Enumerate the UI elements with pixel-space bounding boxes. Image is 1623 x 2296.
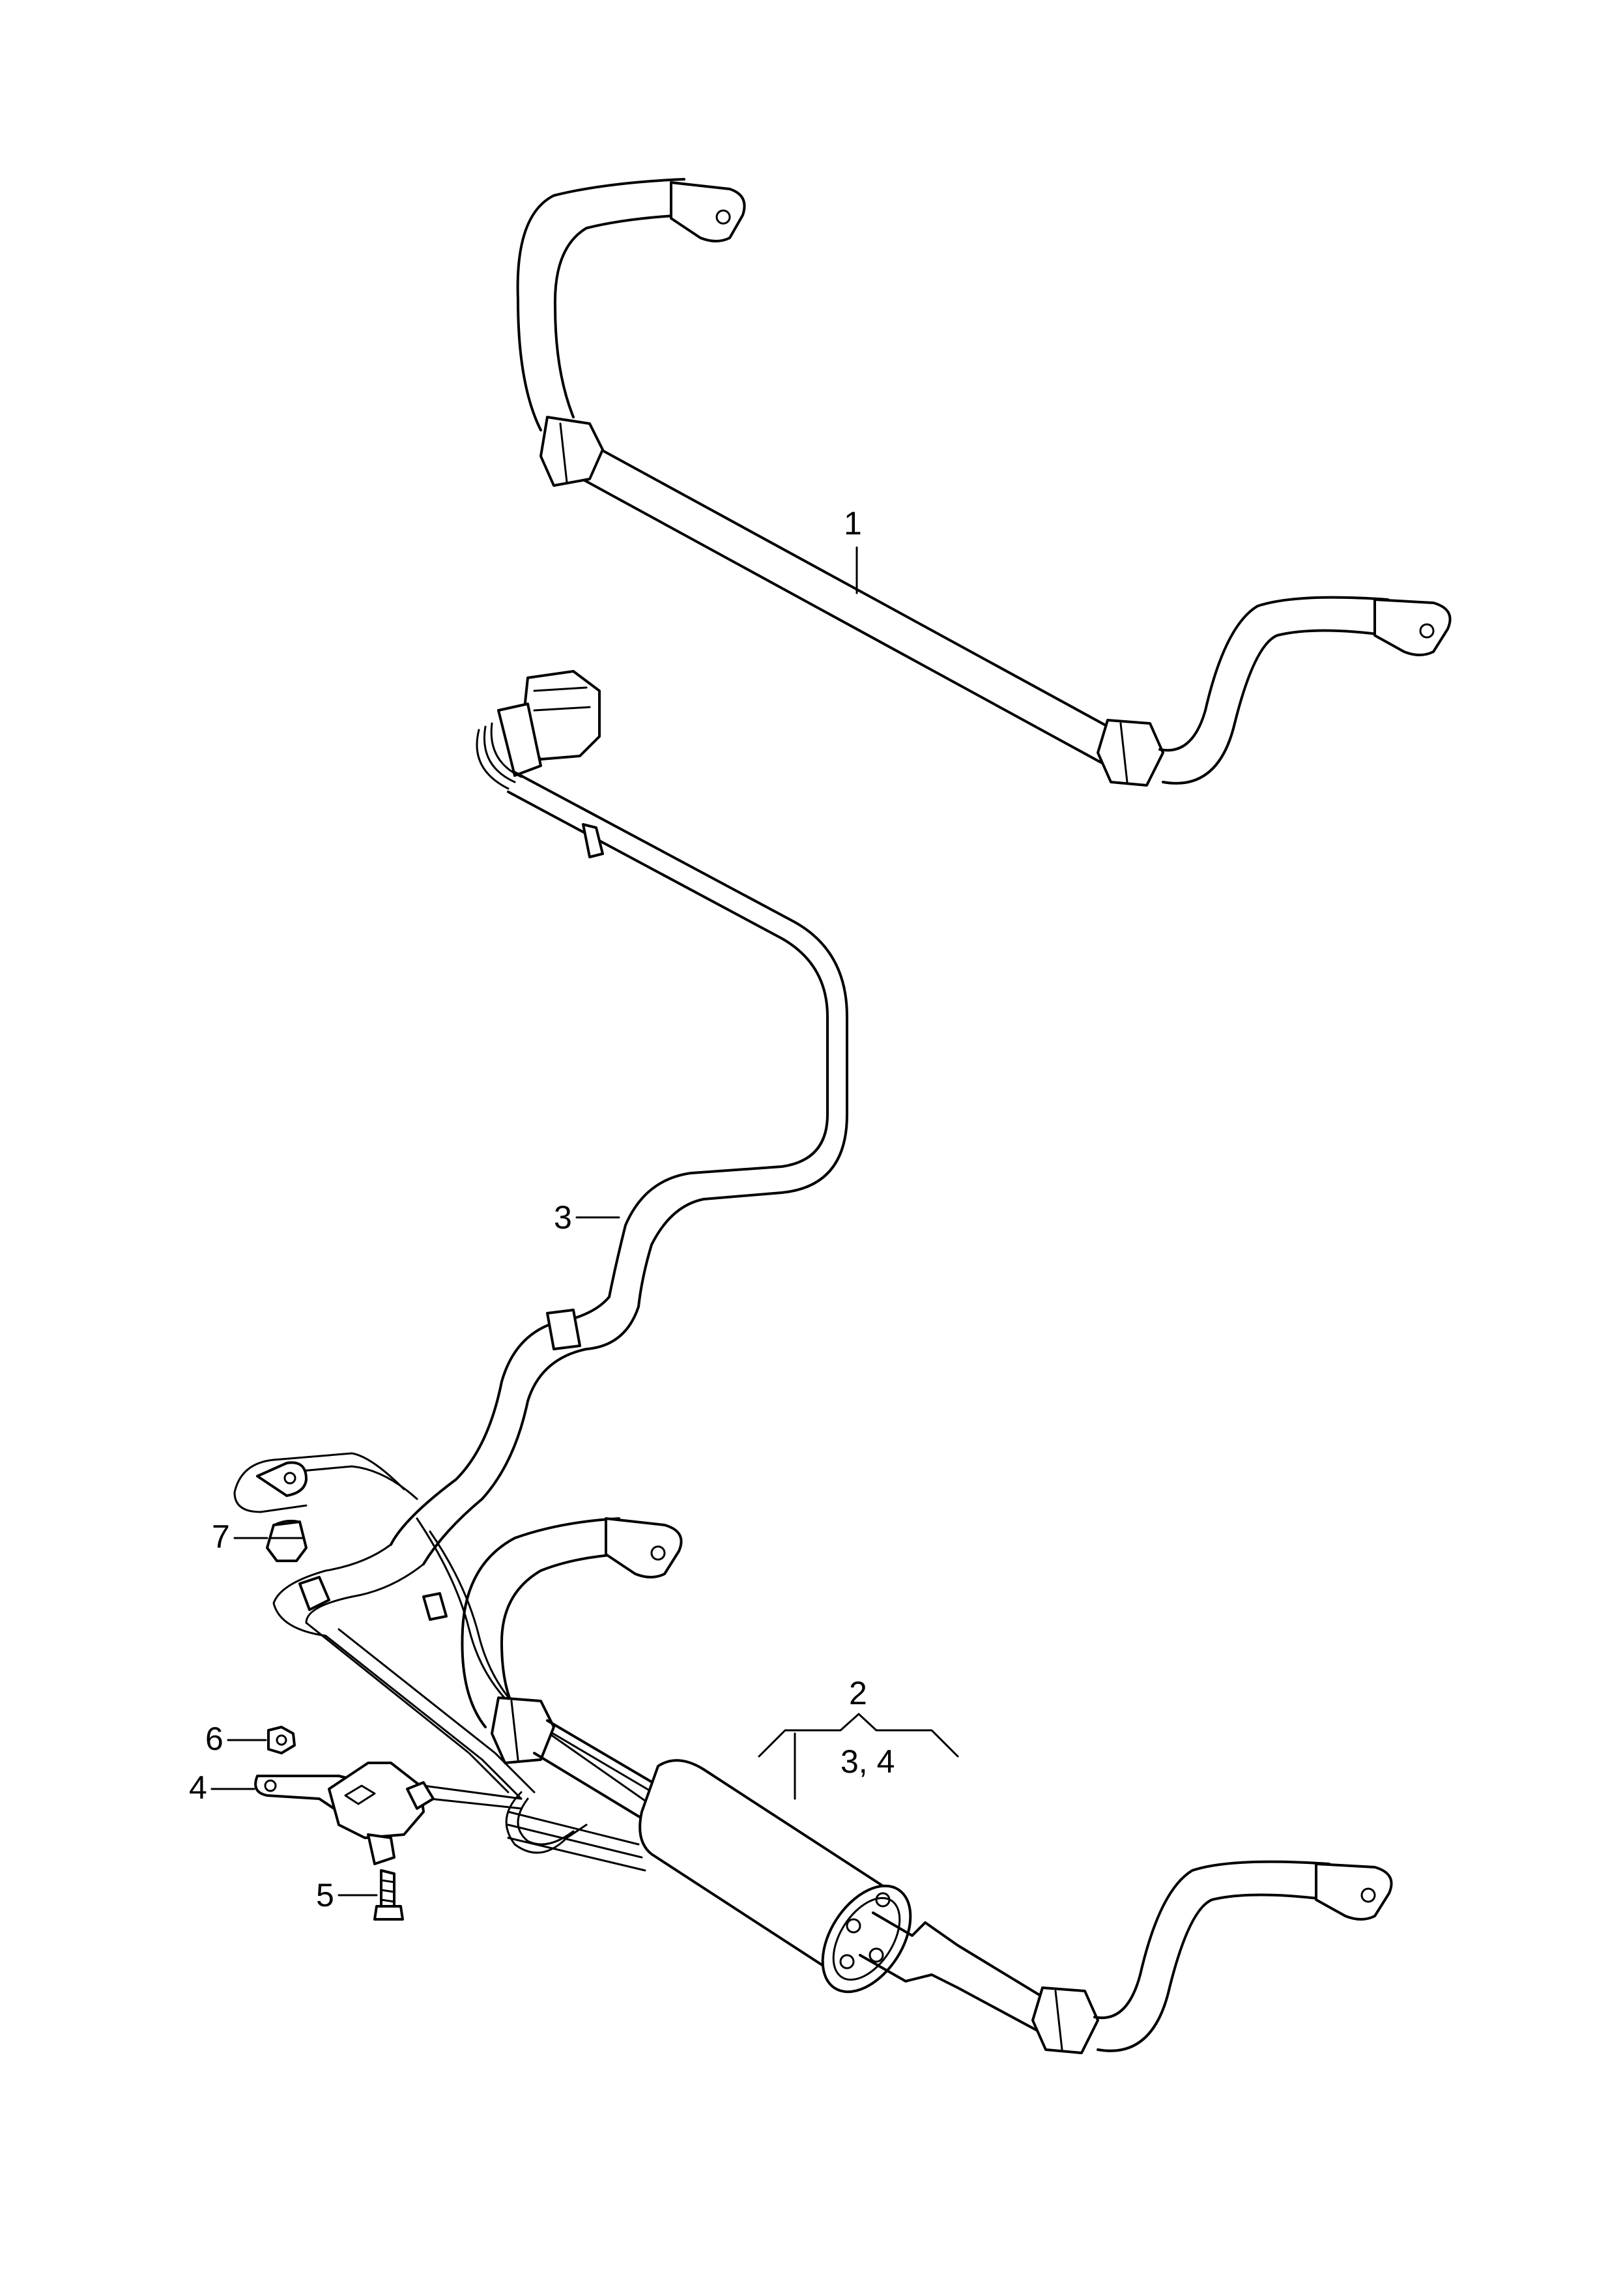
level-sensor <box>254 1762 435 1865</box>
hex-nut <box>267 1726 296 1754</box>
callout-4: 4 <box>189 1769 255 1806</box>
wiring-harness <box>233 670 848 1872</box>
callout-7: 7 <box>212 1519 268 1555</box>
callout-label-3: 3 <box>554 1199 572 1236</box>
callout-3: 3 <box>554 1199 620 1236</box>
callout-label-7: 7 <box>212 1519 230 1555</box>
callout-5: 5 <box>316 1877 378 1913</box>
callout-label-1: 1 <box>844 505 862 542</box>
stabilizer-bar-upper <box>516 178 1452 787</box>
callout-6: 6 <box>205 1721 267 1757</box>
ground-nut <box>266 1519 308 1562</box>
bolt <box>373 1869 404 1921</box>
callout-label-4: 4 <box>189 1769 207 1806</box>
callout-label-2-sub: 3, 4 <box>840 1743 895 1780</box>
callout-1: 1 <box>844 505 862 594</box>
callout-label-5: 5 <box>316 1877 334 1913</box>
callout-label-2: 2 <box>849 1675 867 1711</box>
callout-label-6: 6 <box>205 1721 223 1757</box>
stabilizer-bar-lower <box>461 1517 1393 2054</box>
callout-2: 2 3, 4 <box>758 1675 959 1800</box>
